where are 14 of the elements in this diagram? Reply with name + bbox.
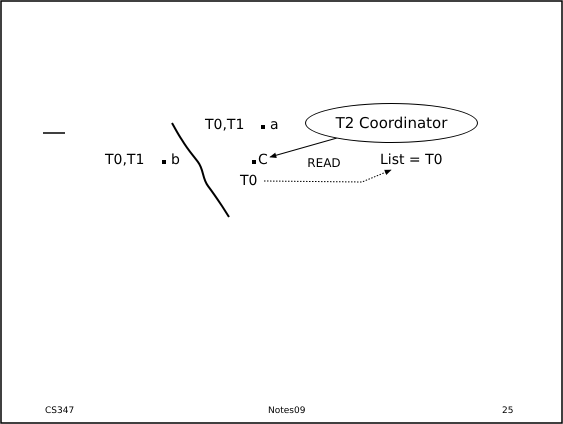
footer-text: Notes09 bbox=[268, 406, 306, 417]
footer-text: CS347 bbox=[45, 406, 74, 417]
node-title: T2 Coordinator bbox=[334, 115, 448, 131]
coordinator-ellipse bbox=[305, 103, 478, 143]
arrow bbox=[269, 138, 338, 158]
dotted-arrow bbox=[264, 170, 392, 182]
page-number: 25 bbox=[502, 406, 514, 417]
transaction-list: T0,T1 bbox=[105, 152, 144, 168]
node-text: List = T0 bbox=[380, 152, 443, 168]
node-text: C bbox=[258, 152, 268, 168]
site-name: a bbox=[270, 117, 279, 133]
site-name: b bbox=[171, 152, 180, 168]
node-text: T0 bbox=[240, 173, 258, 189]
transaction-list: T0,T1 bbox=[205, 117, 244, 133]
